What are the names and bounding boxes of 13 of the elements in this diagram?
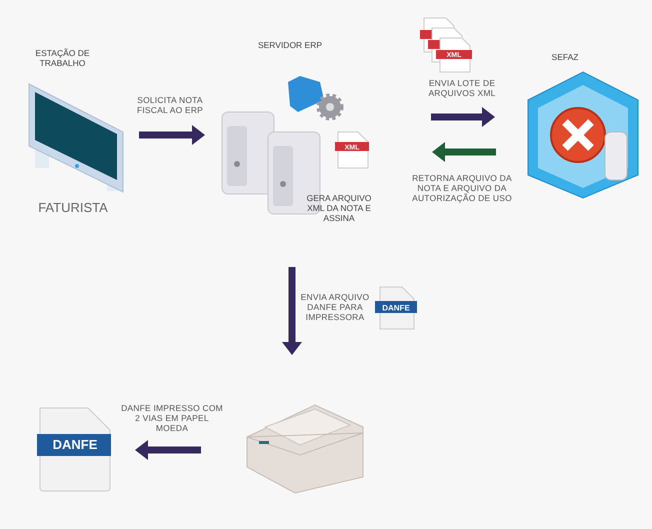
node-label: SEFAZ bbox=[550, 52, 580, 62]
arrow bbox=[432, 142, 496, 162]
node-label: GERA ARQUIVO XML DA NOTA E ASSINA bbox=[306, 193, 372, 223]
node-label: FATURISTA bbox=[37, 200, 109, 216]
arrow bbox=[282, 267, 302, 355]
node-label: ESTAÇÃO DE TRABALHO bbox=[34, 48, 91, 68]
arrow bbox=[135, 440, 201, 460]
node-label: DANFE bbox=[52, 437, 98, 452]
arrow bbox=[139, 125, 205, 145]
edge-label: DANFE IMPRESSO COM 2 VIAS EM PAPEL MOEDA bbox=[120, 403, 224, 433]
file-type-text: DANFE bbox=[382, 304, 410, 312]
arrow bbox=[431, 107, 495, 127]
node-label: SERVIDOR ERP bbox=[256, 40, 324, 50]
